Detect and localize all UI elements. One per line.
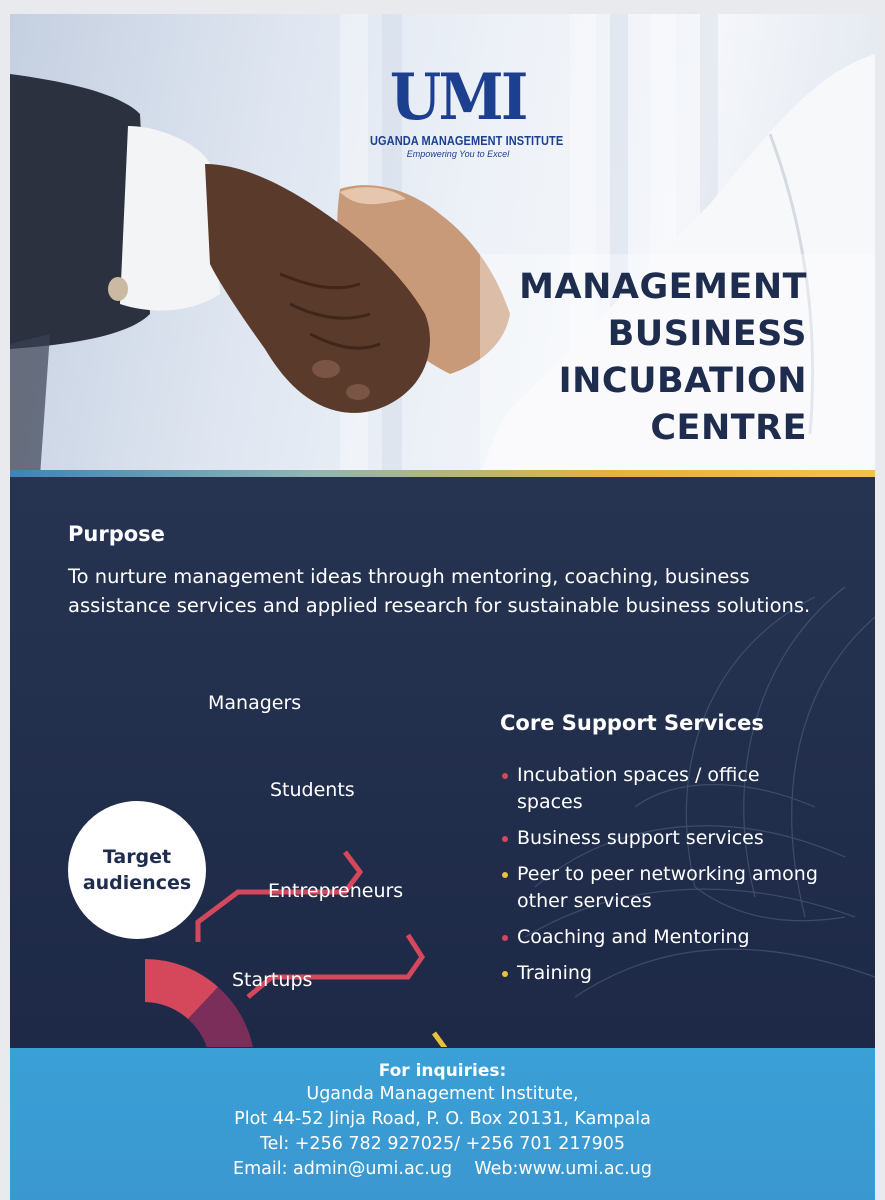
bullet-icon — [502, 935, 508, 941]
footer-phone: Tel: +256 782 927025/ +256 701 217905 — [259, 1134, 626, 1154]
logo-mark: UMI — [390, 60, 529, 135]
bullet-icon — [502, 872, 508, 878]
flyer: UMI UGANDA MANAGEMENT INSTITUTE Empoweri… — [10, 14, 875, 1200]
list-item: Business support services — [500, 825, 830, 852]
target-audiences-badge: Target audiences — [68, 801, 206, 939]
core-services-heading: Core Support Services — [500, 711, 764, 735]
bullet-icon — [502, 971, 508, 977]
footer-email-web: Email: admin@umi.ac.ug Web:www.umi.ac.ug — [233, 1159, 652, 1179]
content-section: Purpose To nurture management ideas thro… — [10, 477, 875, 1048]
accent-divider — [10, 470, 875, 477]
title-line-4: CENTRE — [650, 408, 807, 448]
ring-segment-managers — [145, 959, 218, 1019]
audience-managers: Managers — [208, 692, 302, 714]
bullet-icon — [502, 836, 508, 842]
target-audiences-diagram — [145, 850, 448, 1047]
list-item: Incubation spaces / office spaces — [500, 762, 830, 816]
students-arrow-line — [246, 933, 426, 999]
umi-logo: UMI UGANDA MANAGEMENT INSTITUTE Empoweri… — [358, 60, 564, 160]
list-item: Peer to peer networking among other serv… — [500, 861, 830, 915]
logo-tagline: Empowering You to Excel — [406, 149, 510, 159]
core-services-list: Incubation spaces / office spaces Busine… — [500, 762, 830, 996]
title-line-1: MANAGEMENT — [519, 267, 807, 307]
title-line-2: BUSINESS — [607, 314, 807, 354]
inquiries-heading: For inquiries: — [378, 1061, 507, 1081]
audience-entrepreneurs: Entrepreneurs — [268, 880, 404, 902]
logo-institute-name: UGANDA MANAGEMENT INSTITUTE — [370, 134, 564, 148]
hero-section: UMI UGANDA MANAGEMENT INSTITUTE Empoweri… — [10, 14, 875, 476]
handshake-illustration — [10, 14, 875, 476]
purpose-text: To nurture management ideas through ment… — [68, 565, 811, 617]
audience-students: Students — [270, 779, 355, 801]
ring-segment-students — [188, 987, 253, 1047]
managers-arrow-line — [195, 850, 364, 942]
list-item: Training — [500, 960, 830, 987]
footer-address: Plot 44-52 Jinja Road, P. O. Box 20131, … — [234, 1109, 651, 1129]
contact-footer: For inquiries: Uganda Management Institu… — [10, 1048, 875, 1200]
audience-startups: Startups — [232, 969, 313, 991]
target-line-2: audiences — [82, 872, 192, 894]
entrepreneurs-arrow-line — [431, 1031, 448, 1047]
page-title: MANAGEMENT BUSINESS INCUBATION CENTRE — [519, 264, 807, 452]
lotus-pattern-decoration — [524, 586, 875, 998]
list-item: Coaching and Mentoring — [500, 924, 830, 951]
footer-institute: Uganda Management Institute, — [306, 1084, 579, 1104]
title-line-3: INCUBATION — [558, 361, 807, 401]
bullet-icon — [502, 773, 508, 779]
target-line-1: Target — [102, 846, 172, 868]
purpose-heading: Purpose — [68, 522, 165, 546]
